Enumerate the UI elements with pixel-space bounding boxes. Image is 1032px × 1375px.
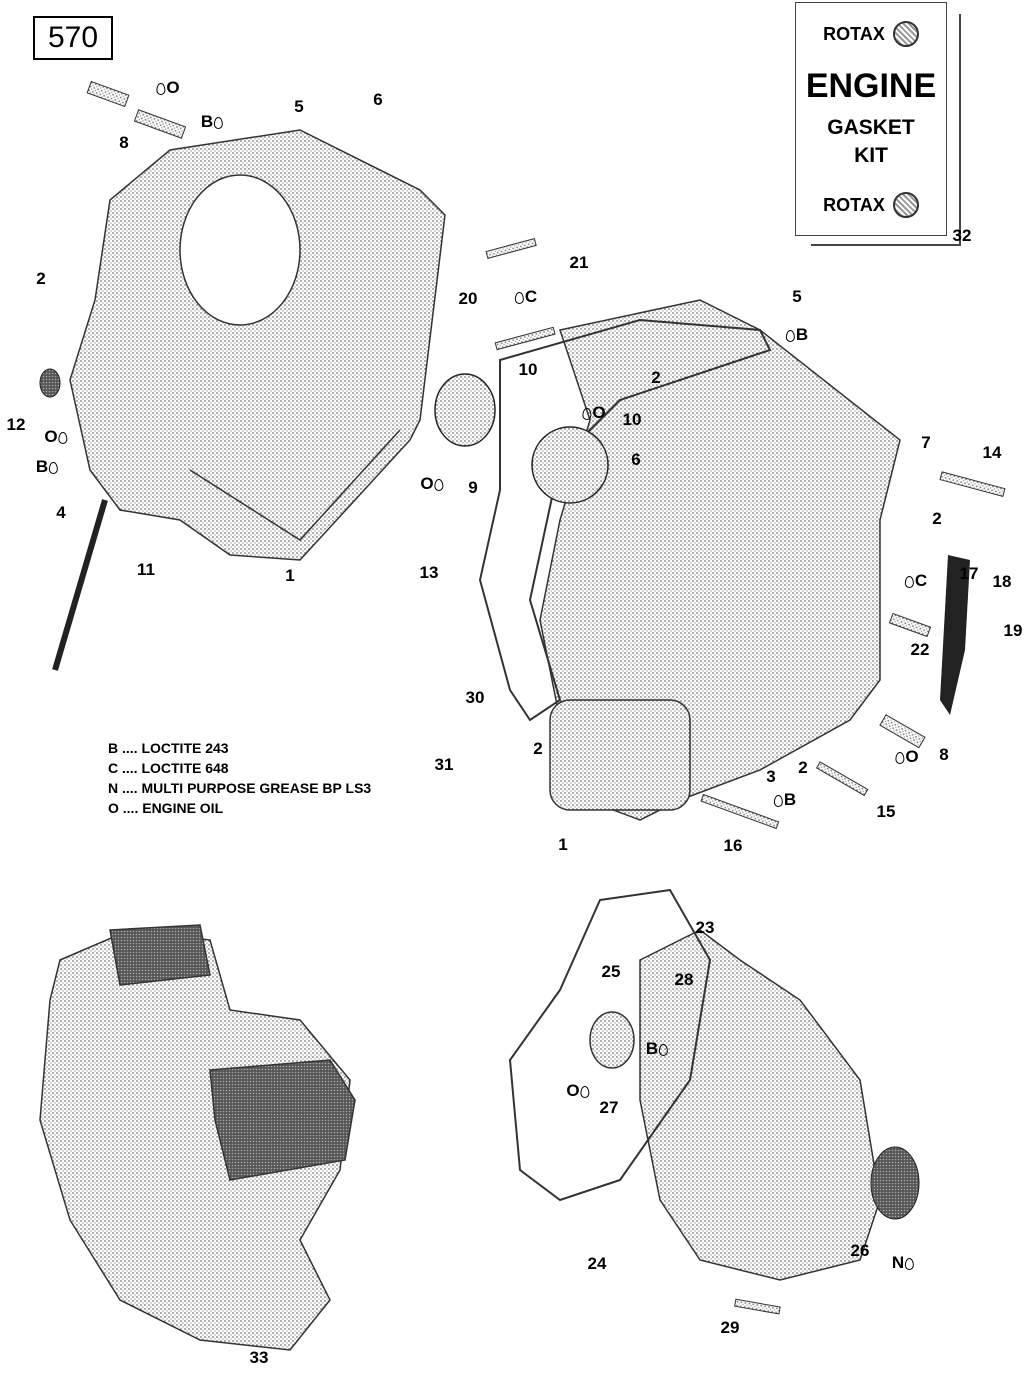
left-crankcase-half (69, 129, 446, 561)
drop-icon (904, 576, 914, 588)
drop-icon (785, 330, 795, 342)
callout[interactable]: 8 (939, 745, 949, 764)
symbol-grease: N (892, 1253, 915, 1273)
callout[interactable]: 21 (569, 253, 589, 272)
callout[interactable]: 28 (674, 970, 694, 989)
drop-icon (582, 408, 592, 420)
legend-item: N .... MULTI PURPOSE GREASE BP LS3 (108, 780, 372, 796)
symbol-oil: O (895, 747, 919, 767)
callout[interactable]: 10 (518, 360, 538, 379)
callout[interactable]: 29 (720, 1318, 740, 1337)
legend: B .... LOCTITE 243 C .... LOCTITE 648 N … (108, 738, 371, 818)
kit-brand-top: ROTAX (796, 21, 946, 47)
seal-26 (870, 1146, 920, 1220)
symbol-oil: O (156, 78, 180, 98)
symbol-loctite: B (201, 112, 224, 132)
legend-item: C .... LOCTITE 648 (108, 760, 229, 776)
symbol-loctite: C (904, 571, 927, 591)
cover-assembly (508, 888, 881, 1281)
drop-icon (49, 462, 59, 474)
callout[interactable]: 13 (419, 563, 439, 582)
legend-item: O .... ENGINE OIL (108, 800, 224, 816)
kit-title: ENGINE (805, 67, 937, 105)
callout[interactable]: 4 (56, 503, 66, 522)
callout[interactable]: 2 (651, 368, 661, 387)
symbol-loctite: B (36, 457, 59, 477)
callout[interactable]: 20 (458, 289, 478, 308)
callout[interactable]: 26 (850, 1241, 870, 1260)
drop-icon (773, 795, 783, 807)
callout[interactable]: 22 (910, 640, 930, 659)
callout[interactable]: 31 (434, 755, 454, 774)
oil-tube-11 (52, 499, 108, 671)
callout[interactable]: 12 (6, 415, 26, 434)
kit-line1: GASKET (827, 116, 915, 139)
symbol-loctite: B (646, 1039, 669, 1059)
small-parts (86, 80, 1006, 1315)
callout[interactable]: 25 (601, 962, 621, 981)
callout[interactable]: 9 (468, 478, 478, 497)
callout[interactable]: 30 (465, 688, 485, 707)
kit-brand-bottom: ROTAX (796, 192, 946, 218)
right-crankcase-half (478, 299, 901, 821)
callout[interactable]: 23 (695, 918, 715, 937)
callout[interactable]: 19 (1003, 621, 1023, 640)
callout[interactable]: 3 (766, 767, 776, 786)
seal-12 (39, 368, 61, 398)
callout[interactable]: 16 (723, 836, 743, 855)
callout-kit[interactable]: 32 (952, 226, 972, 245)
gasket-kit-box: ROTAX ENGINE GASKET KIT ROTAX (795, 2, 947, 236)
drop-icon (58, 432, 68, 444)
symbol-oil: O (44, 427, 68, 447)
drop-icon (905, 1258, 915, 1270)
symbol-loctite: B (785, 325, 808, 345)
drop-icon (214, 117, 224, 129)
callout[interactable]: 14 (982, 443, 1002, 462)
callout[interactable]: 27 (599, 1098, 619, 1117)
callout[interactable]: 6 (373, 90, 383, 109)
callout[interactable]: 5 (792, 287, 802, 306)
drop-icon (514, 292, 524, 304)
bearings (434, 373, 609, 504)
callout[interactable]: 24 (587, 1254, 607, 1273)
drop-icon (580, 1086, 590, 1098)
kit-line2: KIT (854, 144, 888, 167)
symbol-loctite: B (773, 790, 796, 810)
symbol-oil: O (582, 403, 606, 423)
drop-icon (895, 752, 905, 764)
model-number: 570 (33, 16, 113, 60)
callout[interactable]: 15 (876, 802, 896, 821)
callout[interactable]: 11 (137, 560, 155, 579)
drop-icon (659, 1044, 669, 1056)
callout[interactable]: 17 (959, 564, 979, 583)
callout[interactable]: 8 (119, 133, 129, 152)
callout[interactable]: 2 (36, 269, 46, 288)
rotax-seal-icon (892, 192, 919, 218)
drop-icon (156, 83, 166, 95)
callout[interactable]: 10 (622, 410, 642, 429)
callout[interactable]: 33 (249, 1348, 269, 1367)
rotax-seal-icon (892, 21, 919, 47)
callout[interactable]: 7 (921, 433, 931, 452)
gasket-17 (940, 555, 970, 715)
symbol-oil: O (566, 1081, 590, 1101)
callout[interactable]: 5 (294, 97, 304, 116)
complete-engine-33 (39, 924, 356, 1351)
symbol-loctite: C (514, 287, 537, 307)
legend-item: B .... LOCTITE 243 (108, 740, 229, 756)
callout[interactable]: 1 (285, 566, 295, 585)
callout[interactable]: 18 (992, 572, 1012, 591)
drop-icon (434, 479, 444, 491)
callout[interactable]: 2 (533, 739, 543, 758)
callout[interactable]: 2 (798, 758, 808, 777)
callout[interactable]: 1 (558, 835, 568, 854)
callout[interactable]: 6 (631, 450, 641, 469)
callout[interactable]: 2 (932, 509, 942, 528)
symbol-oil: O (420, 474, 444, 494)
